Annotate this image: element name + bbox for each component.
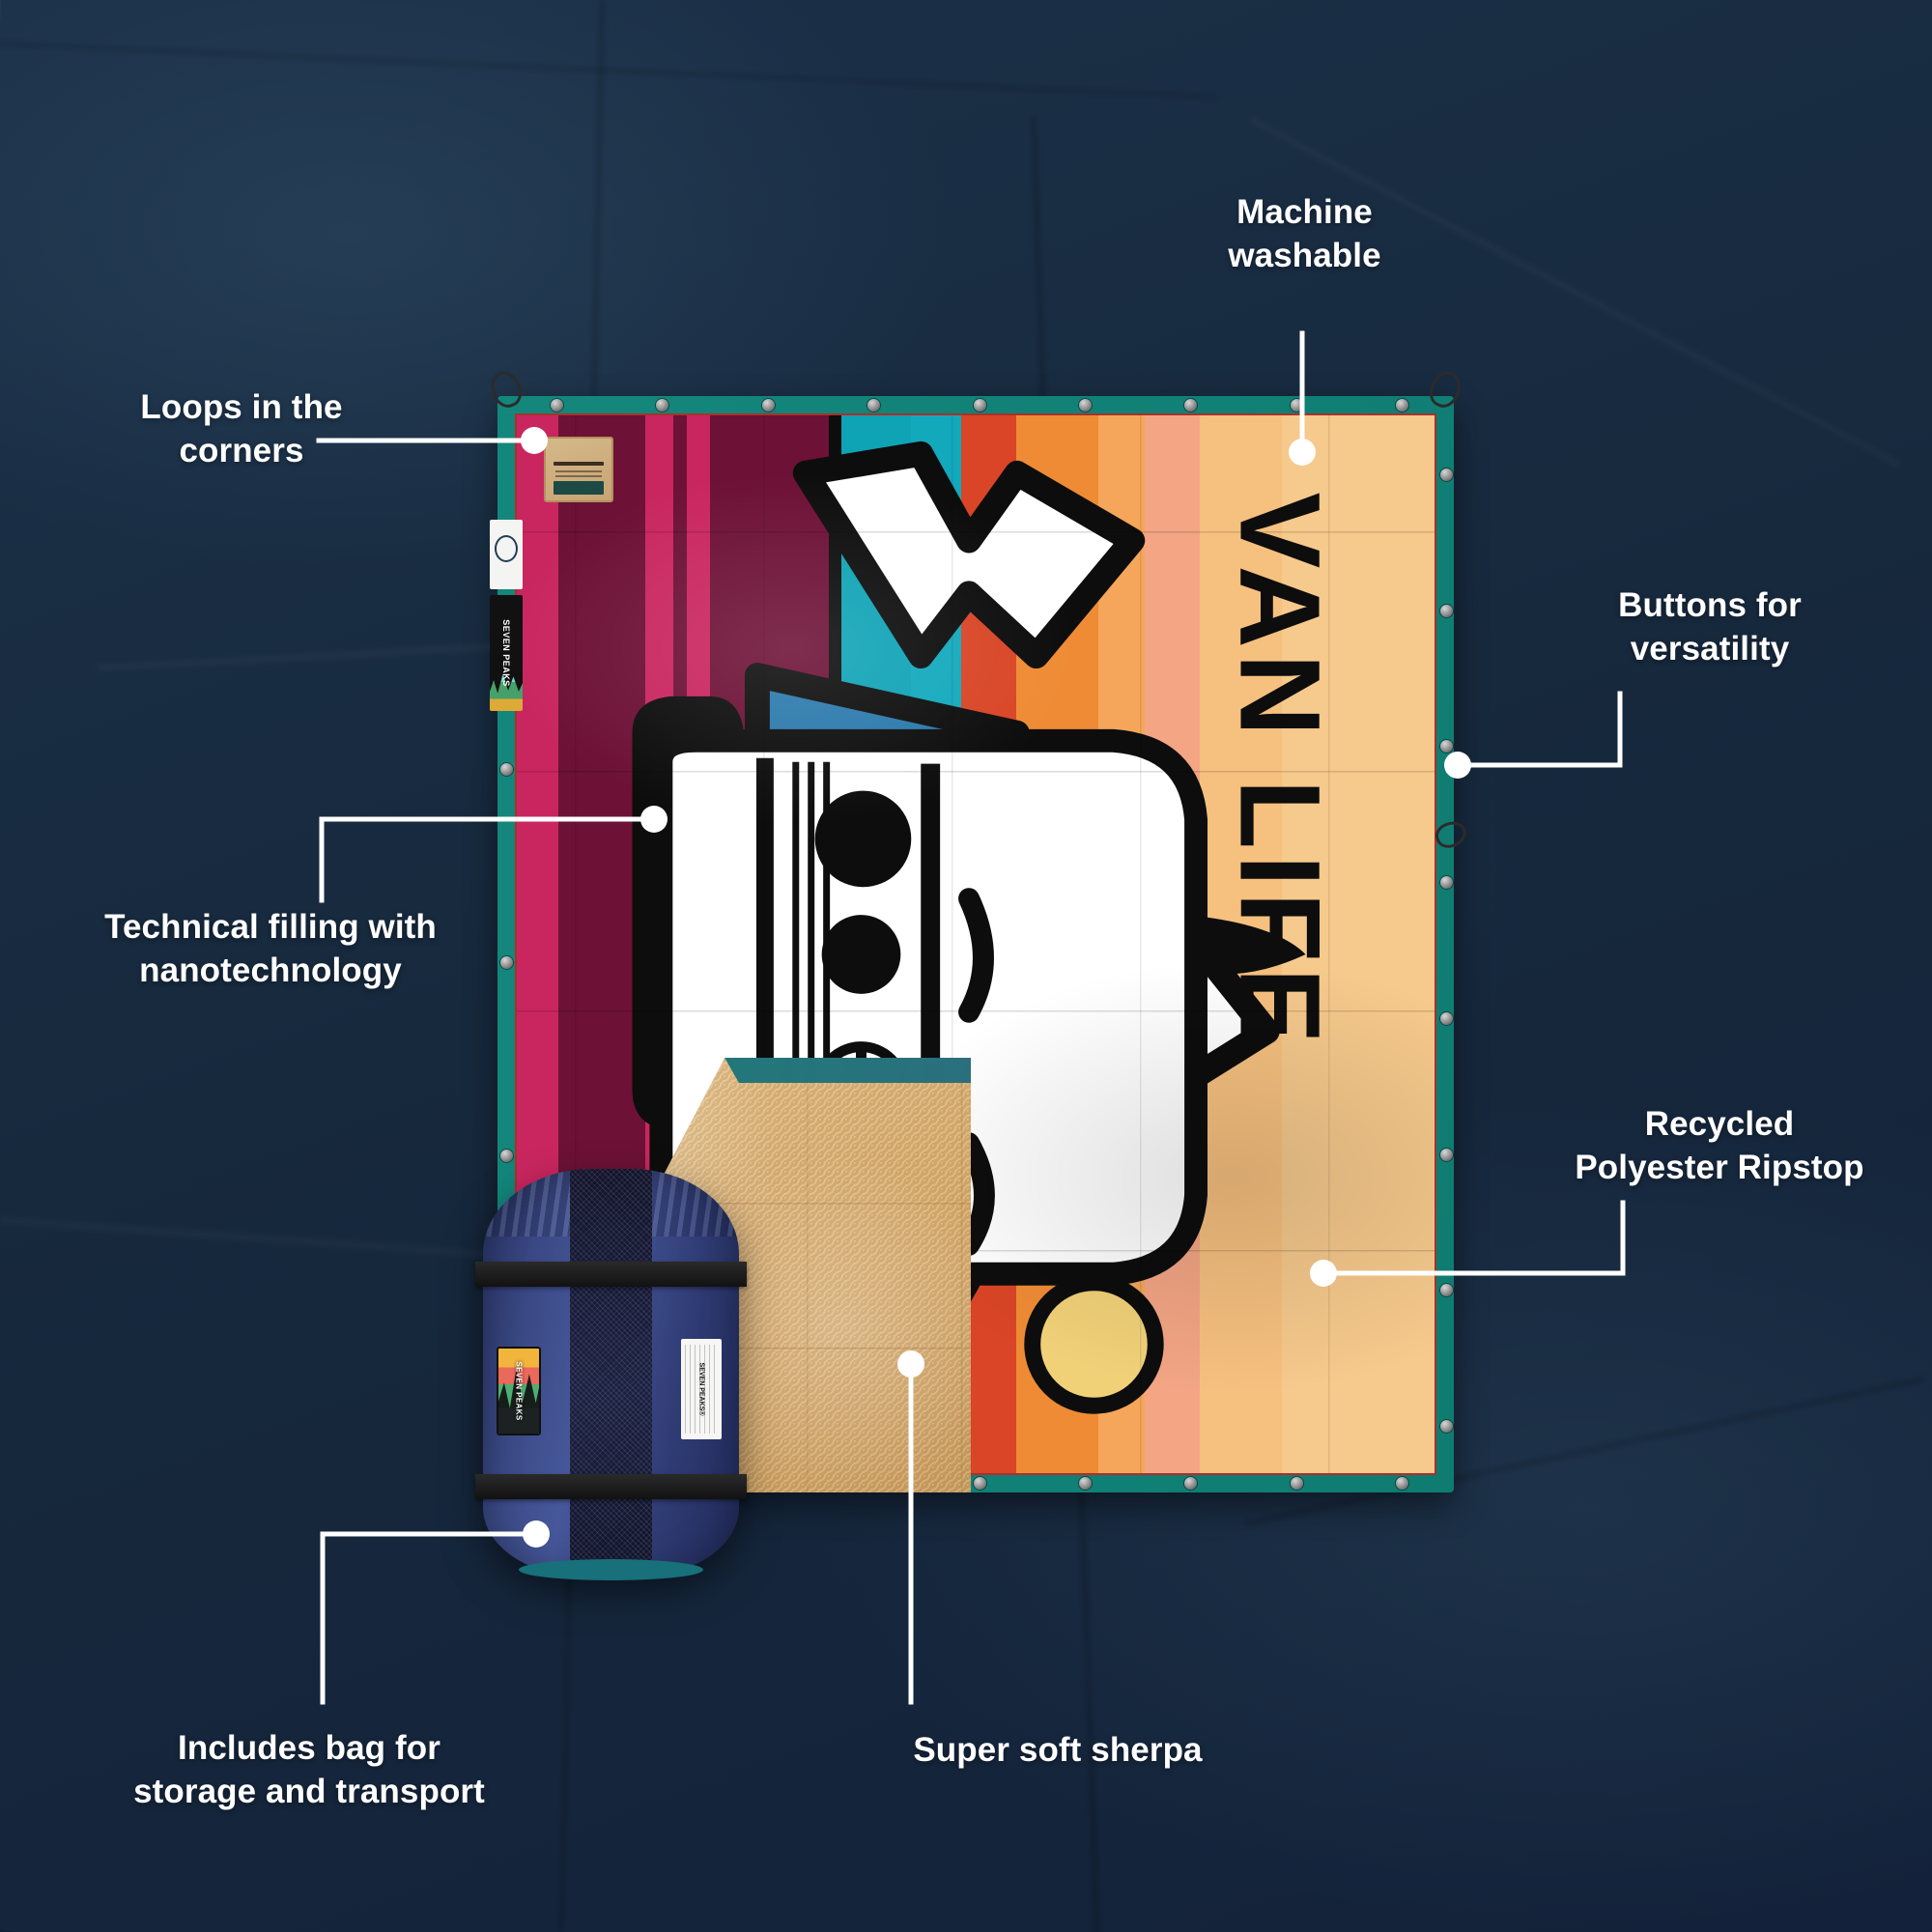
- snap-button[interactable]: [867, 399, 881, 412]
- snap-button[interactable]: [1440, 469, 1453, 481]
- snap-button[interactable]: [1440, 876, 1453, 890]
- seven-peaks-side-label: SEVEN PEAKS: [490, 595, 523, 711]
- van-life-wordmark: VAN LIFE: [1215, 492, 1343, 1050]
- snap-button[interactable]: [1290, 399, 1303, 412]
- care-label: SEVEN PEAKS®: [681, 1339, 722, 1439]
- snap-button[interactable]: [1184, 1477, 1198, 1490]
- stuff-sack: SEVEN PEAKS SEVEN PEAKS®: [475, 1169, 747, 1580]
- snap-button[interactable]: [1440, 604, 1453, 617]
- snap-button[interactable]: [1440, 1011, 1453, 1025]
- snap-button[interactable]: [1440, 1420, 1453, 1433]
- blanket-band-light-sand: [1282, 415, 1435, 1473]
- snap-button[interactable]: [973, 399, 986, 412]
- brand-side-label: [490, 520, 523, 589]
- snap-button[interactable]: [1440, 1284, 1453, 1297]
- snap-button[interactable]: [500, 1150, 513, 1162]
- snap-button[interactable]: [1440, 1148, 1453, 1161]
- snap-button[interactable]: [656, 399, 669, 412]
- leader-line-buttons-for-versatility: [1455, 691, 1623, 768]
- background-wrinkle: [0, 40, 1217, 99]
- snap-button[interactable]: [1290, 1477, 1303, 1490]
- background-wrinkle: [0, 1218, 522, 1259]
- callout-label-machine-washable: Machine washable: [1228, 193, 1381, 274]
- sun-graphic: [1024, 1274, 1164, 1414]
- callout-label-technical-filling-with-nanotechnology: Technical filling with nanotechnology: [104, 908, 437, 989]
- hang-tag: [544, 437, 613, 502]
- snap-button[interactable]: [1396, 399, 1408, 412]
- seven-peaks-logo: SEVEN PEAKS: [497, 1347, 541, 1435]
- snap-button[interactable]: [500, 763, 513, 776]
- snap-button[interactable]: [551, 399, 563, 412]
- callout-label-super-soft-sherpa: Super soft sherpa: [913, 1731, 1203, 1769]
- snap-button[interactable]: [500, 956, 513, 969]
- callout-label-recycled-polyester-ripstop: Recycled Polyester Ripstop: [1575, 1105, 1864, 1186]
- callout-label-buttons-for-versatility: Buttons for versatility: [1618, 586, 1802, 668]
- snap-button[interactable]: [761, 399, 775, 412]
- snap-button[interactable]: [1440, 740, 1453, 753]
- callout-label-includes-bag-for-storage-and-transport: Includes bag for storage and transport: [133, 1729, 485, 1810]
- snap-button[interactable]: [1078, 1477, 1092, 1490]
- snap-button[interactable]: [1078, 399, 1092, 412]
- callout-label-loops-in-the-corners: Loops in the corners: [140, 388, 343, 469]
- sack-mesh-panel: [570, 1169, 652, 1575]
- sack-strap: [475, 1262, 747, 1287]
- snap-button[interactable]: [973, 1477, 986, 1490]
- snap-button[interactable]: [1396, 1477, 1408, 1490]
- sack-strap: [475, 1474, 747, 1499]
- sack-base-cap: [519, 1559, 703, 1580]
- snap-button[interactable]: [1184, 399, 1198, 412]
- sherpa-teal-edge: [724, 1058, 971, 1083]
